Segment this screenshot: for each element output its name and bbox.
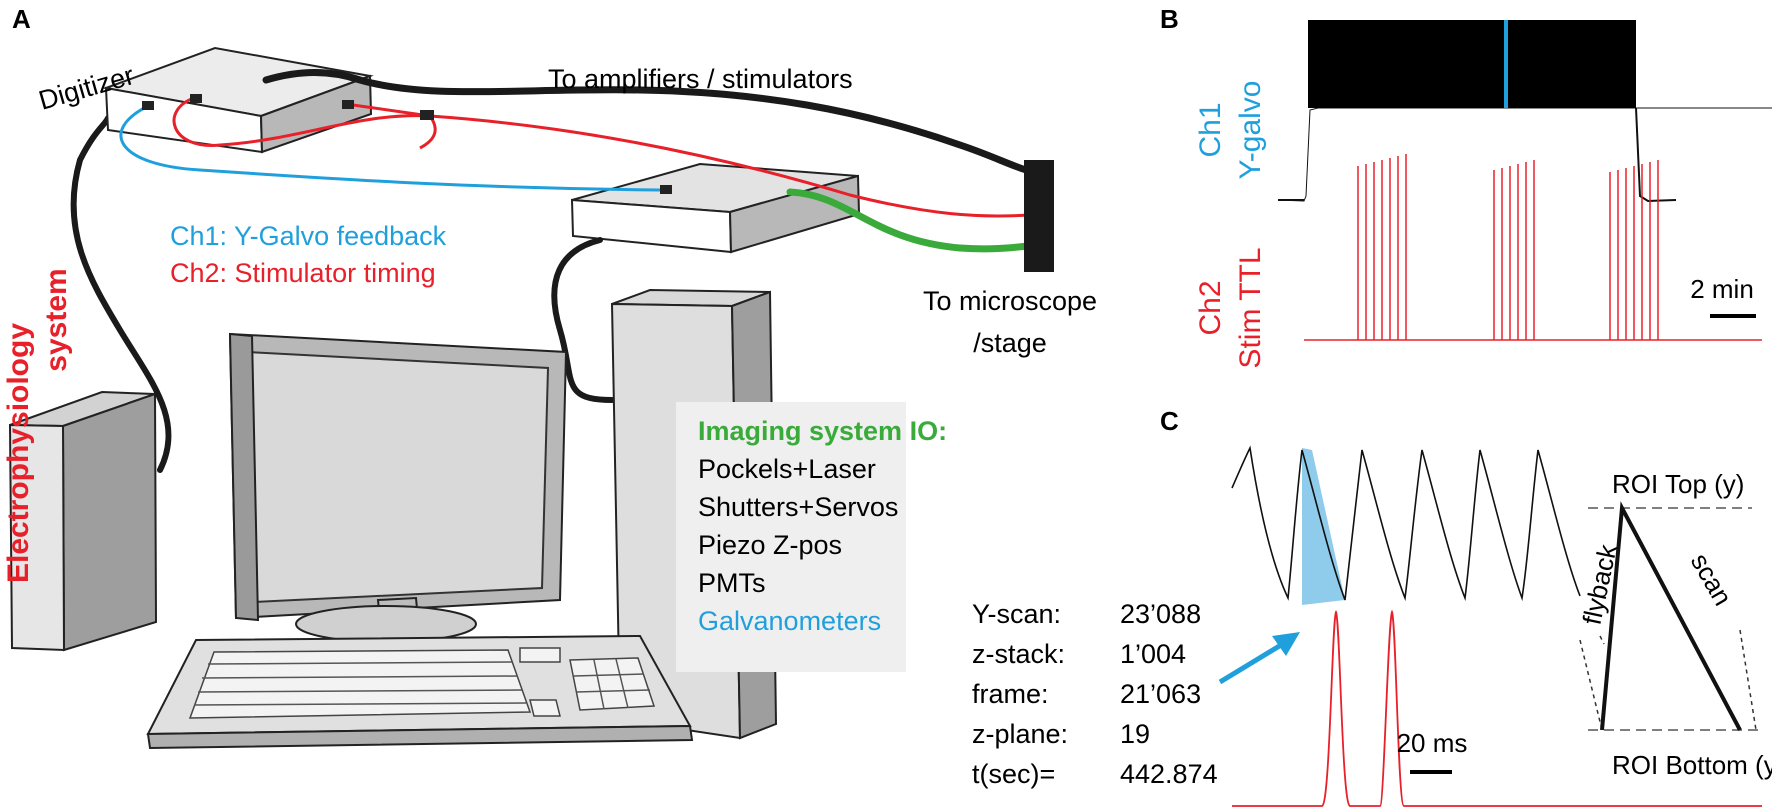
ephys-label-line2: system bbox=[40, 268, 73, 371]
scalebar-b-label: 2 min bbox=[1690, 274, 1754, 304]
ch1-label-line2: Y-galvo bbox=[1234, 81, 1267, 180]
panel-label-c: C bbox=[1160, 406, 1179, 436]
roi-top-label: ROI Top (y) bbox=[1612, 469, 1744, 499]
amplifier-cable bbox=[262, 69, 1030, 174]
controller-port-ch1 bbox=[660, 185, 672, 194]
roi-diagram bbox=[1579, 501, 1758, 731]
imaging-controller-box bbox=[570, 162, 861, 254]
ch2-stimulator-cable bbox=[172, 96, 1029, 218]
digitizer-box bbox=[102, 46, 374, 154]
monitor bbox=[228, 332, 568, 643]
scalebar-c-label: 20 ms bbox=[1397, 728, 1468, 758]
to-amplifiers-label: To amplifiers / stimulators bbox=[548, 64, 853, 94]
readout-value: 19 bbox=[1120, 719, 1151, 749]
io-item-galvanometers: Galvanometers bbox=[698, 606, 882, 636]
imaging-io-list: Imaging system IO: Pockels+Laser Shutter… bbox=[698, 412, 947, 640]
readout-value: 23’088 bbox=[1120, 599, 1202, 629]
scan-readout: Y-scan: 23’088 z-stack: 1’004 frame: 21’063… bbox=[972, 594, 1218, 794]
ch2-legend: Ch2: Stimulator timing bbox=[170, 258, 436, 288]
ch1-trace bbox=[1277, 20, 1772, 203]
to-microscope-label-2: /stage bbox=[973, 328, 1047, 358]
to-microscope-label-1: To microscope bbox=[923, 286, 1097, 316]
readout-key: z-stack: bbox=[972, 639, 1066, 669]
io-item-pockels: Pockels+Laser bbox=[698, 454, 876, 484]
digitizer-port-ch1 bbox=[142, 101, 154, 110]
scan-label: scan bbox=[1685, 548, 1738, 611]
ch2-label-line1: Ch2 bbox=[1194, 280, 1227, 335]
readout-row: Y-scan: 23’088 bbox=[972, 594, 1218, 634]
ephys-label-line1: Electrophysiology bbox=[2, 323, 35, 583]
readout-row: t(sec)= 442.874 bbox=[972, 754, 1218, 794]
ch2-label-line2: Stim TTL bbox=[1234, 247, 1267, 368]
readout-key: Y-scan: bbox=[972, 599, 1062, 629]
readout-row: frame: 21’063 bbox=[972, 674, 1218, 714]
imaging-io-title: Imaging system IO: bbox=[698, 416, 948, 446]
readout-value: 21’063 bbox=[1120, 679, 1202, 709]
keyboard bbox=[146, 634, 694, 750]
imaging-io-box bbox=[676, 402, 906, 672]
galvo-sawtooth-trace bbox=[1231, 445, 1581, 605]
io-item-piezo: Piezo Z-pos bbox=[698, 530, 843, 560]
controller-cable bbox=[551, 237, 615, 403]
ch2-stim-pulses bbox=[1232, 609, 1762, 807]
ch1-label-line1: Ch1 bbox=[1194, 102, 1227, 157]
microscope-connector bbox=[1024, 160, 1054, 272]
panel-label-a: A bbox=[12, 4, 31, 34]
ch1-galvo-cable bbox=[119, 104, 661, 192]
t-connector bbox=[420, 110, 434, 120]
io-item-shutters: Shutters+Servos bbox=[698, 492, 899, 522]
readout-value: 442.874 bbox=[1120, 759, 1218, 789]
io-item-pmts: PMTs bbox=[698, 568, 766, 598]
readout-arrow bbox=[1218, 632, 1300, 685]
readout-key: t(sec)= bbox=[972, 759, 1056, 789]
roi-bottom-label: ROI Bottom (y) bbox=[1612, 750, 1772, 780]
readout-row: z-plane: 19 bbox=[972, 714, 1218, 754]
ephys-cable bbox=[70, 115, 172, 473]
microscope-cable bbox=[786, 188, 1032, 253]
readout-key: frame: bbox=[972, 679, 1049, 709]
panel-label-b: B bbox=[1160, 4, 1179, 34]
ephys-computer bbox=[8, 390, 158, 652]
ch1-legend: Ch1: Y-Galvo feedback bbox=[170, 221, 447, 251]
readout-key: z-plane: bbox=[972, 719, 1069, 749]
digitizer-port-out bbox=[342, 100, 354, 109]
readout-value: 1’004 bbox=[1120, 639, 1187, 669]
digitizer-port-ch2 bbox=[190, 94, 202, 103]
readout-row: z-stack: 1’004 bbox=[972, 634, 1218, 674]
ch2-trace bbox=[1304, 154, 1762, 341]
